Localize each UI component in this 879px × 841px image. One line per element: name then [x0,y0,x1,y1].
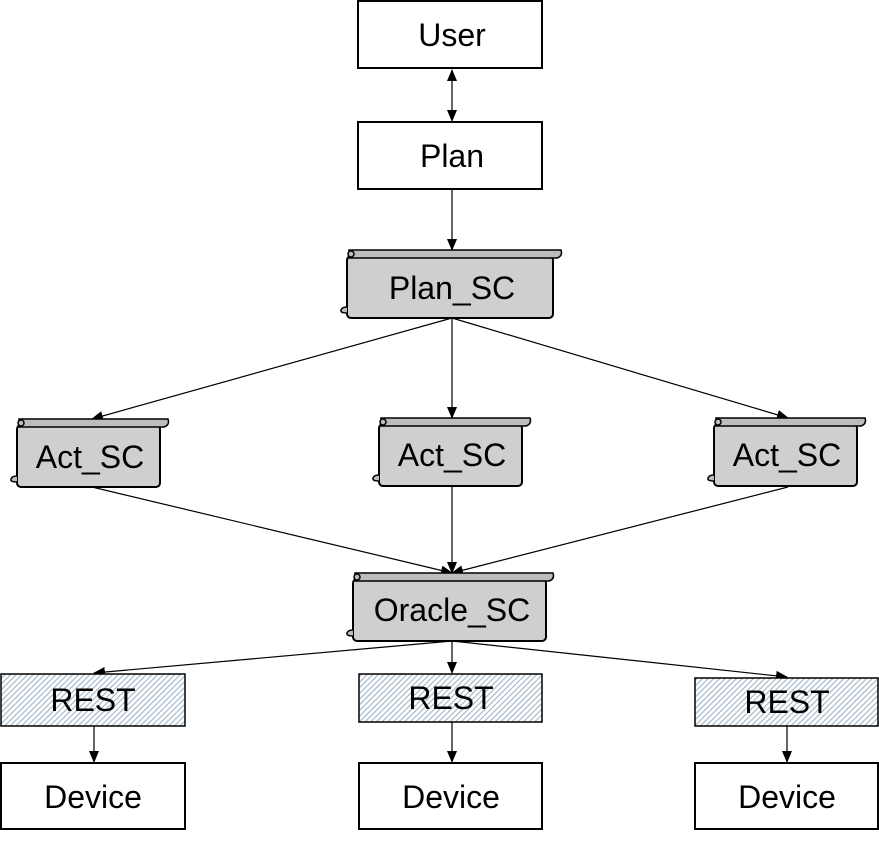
edge-oracle-sc-rest-right [451,640,788,681]
rest-left-node: REST [0,673,186,727]
oracle-sc-label: Oracle_SC [374,592,531,628]
rest-right-node: REST [694,677,879,727]
rest-center-label: REST [408,680,493,716]
rest-left-label: REST [50,682,135,718]
edges [89,69,792,763]
rest-center-node: REST [358,673,543,723]
oracle-sc-scroll: Oracle_SC [346,572,555,642]
act-sc-left-label: Act_SC [36,439,144,475]
device-left-node: Device [0,762,186,830]
plan-sc-label: Plan_SC [389,270,515,306]
plan-label: Plan [420,138,484,174]
device-center-node: Device [358,762,543,830]
edge-act-sc-left-oracle-sc [91,486,453,576]
rest-right-label: REST [744,684,829,720]
plan-node: Plan [357,121,543,190]
edge-oracle-sc-rest-left [93,640,453,678]
device-right-label: Device [738,779,836,815]
act-sc-center-scroll: Act_SC [372,417,532,487]
act-sc-right-label: Act_SC [733,437,841,473]
user-node: User [357,0,543,69]
act-sc-center-label: Act_SC [398,437,506,473]
device-left-label: Device [44,779,142,815]
device-right-node: Device [694,762,879,830]
edge-plan-sc-act-sc-left [91,317,453,421]
edge-plan-sc-act-sc-right [451,317,789,420]
edge-act-sc-right-oracle-sc [451,486,789,576]
act-sc-left-scroll: Act_SC [10,418,170,488]
act-sc-right-scroll: Act_SC [707,417,867,487]
user-label: User [418,17,486,53]
plan-sc-scroll: Plan_SC [340,249,563,319]
device-center-label: Device [402,779,500,815]
